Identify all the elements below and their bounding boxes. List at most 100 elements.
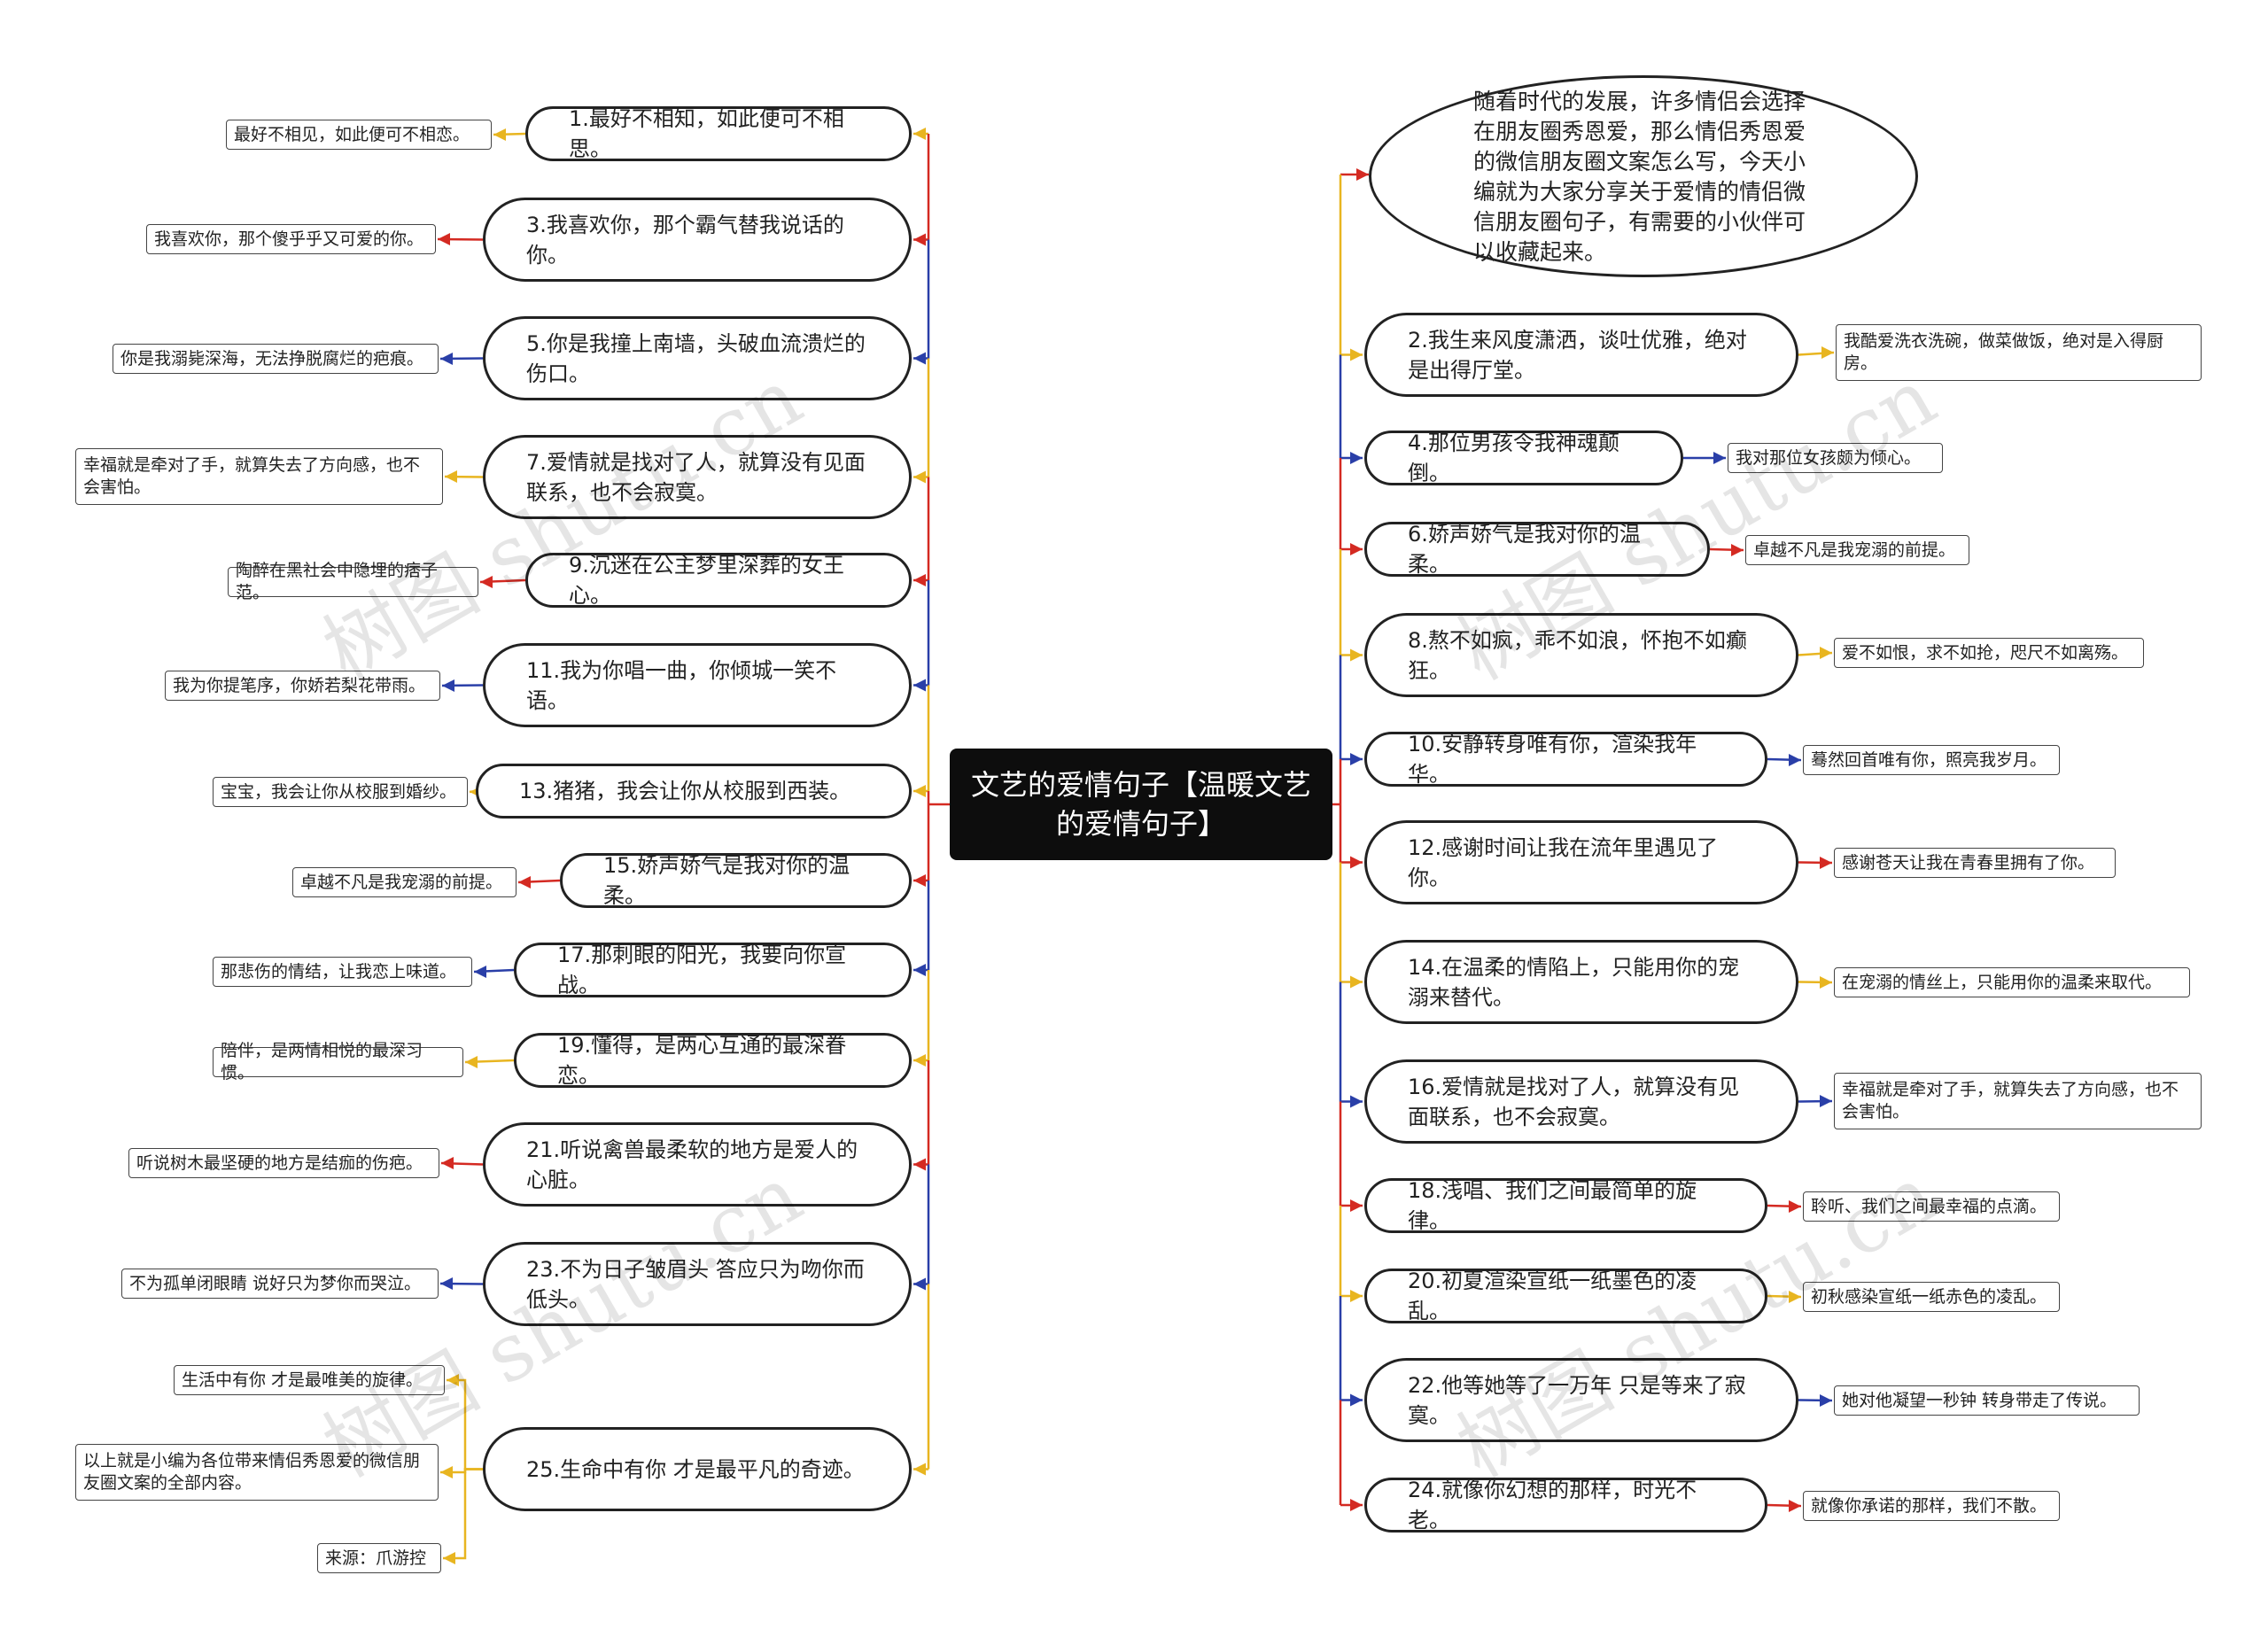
right-leaf-3[interactable]: 爱不如恨，求不如抢，咫尺不如离殇。 xyxy=(1834,638,2144,668)
left-node-1-label: 3.我喜欢你，那个霸气替我说话的你。 xyxy=(526,212,844,268)
right-node-4-label: 10.安静转身唯有你，渲染我年华。 xyxy=(1408,732,1697,787)
right-leaf-11[interactable]: 就像你承诺的那样，我们不散。 xyxy=(1803,1491,2060,1521)
left-leaf-11-0[interactable]: 不为孤单闭眼睛 说好只为梦你而哭泣。 xyxy=(121,1269,439,1299)
left-leaf-arrow-8 xyxy=(474,966,486,978)
left-leaf-7-0[interactable]: 卓越不凡是我宠溺的前提。 xyxy=(292,867,517,897)
right-leaf-link-11 xyxy=(1767,1503,1802,1508)
left-leaf-0-0-label: 最好不相见，如此便可不相恋。 xyxy=(234,124,470,144)
right-leaf-arrow-11 xyxy=(1789,1500,1801,1512)
left-node-2[interactable]: 5.你是我撞上南墙，头破血流溃烂的伤口。 xyxy=(483,316,912,400)
left-leaf-5-0[interactable]: 我为你提笔序，你娇若梨花带雨。 xyxy=(165,671,440,701)
left-leaf-link-12-2 xyxy=(443,1468,483,1560)
left-leaf-link-4 xyxy=(479,578,526,584)
left-arrow-1 xyxy=(913,233,926,246)
left-leaf-3-0[interactable]: 幸福就是牵对了手，就算失去了方向感，也不会害怕。 xyxy=(75,448,443,505)
left-leaf-12-2[interactable]: 来源：爪游控 xyxy=(317,1543,441,1573)
right-leaf-0-label: 我酷爱洗衣洗碗，做菜做饭，绝对是入得厨房。 xyxy=(1844,331,2164,373)
right-leaf-5[interactable]: 感谢苍天让我在青春里拥有了你。 xyxy=(1834,848,2116,878)
left-leaf-12-0-label: 生活中有你 才是最唯美的旋律。 xyxy=(182,1370,423,1390)
right-leaf-arrow-10 xyxy=(1820,1394,1832,1407)
right-node-1[interactable]: 4.那位男孩令我神魂颠倒。 xyxy=(1364,431,1683,485)
left-leaf-6-0[interactable]: 宝宝，我会让你从校服到婚纱。 xyxy=(213,777,468,807)
left-leaf-8-0[interactable]: 那悲伤的情结，让我恋上味道。 xyxy=(213,957,472,987)
left-arrow-10 xyxy=(913,1158,926,1171)
left-node-10[interactable]: 21.听说禽兽最柔软的地方是爱人的心脏。 xyxy=(483,1122,912,1207)
right-leaf-link-5 xyxy=(1798,861,1833,865)
left-leaf-12-0[interactable]: 生活中有你 才是最唯美的旋律。 xyxy=(174,1365,445,1395)
right-leaf-link-9 xyxy=(1767,1294,1802,1299)
left-node-6-label: 13.猪猪，我会让你从校服到西装。 xyxy=(519,779,851,803)
left-leaf-0-0[interactable]: 最好不相见，如此便可不相恋。 xyxy=(226,120,492,150)
right-node-7[interactable]: 16.爱情就是找对了人，就算没有见面联系，也不会寂寞。 xyxy=(1364,1059,1798,1144)
left-leaf-10-0-label: 听说树木最坚硬的地方是结痂的伤疤。 xyxy=(136,1152,423,1173)
right-node-10-label: 22.他等她等了一万年 只是等来了寂寞。 xyxy=(1408,1372,1746,1428)
left-leaf-2-0[interactable]: 你是我溺毙深海，无法挣脱腐烂的疤痕。 xyxy=(113,344,439,374)
left-node-7[interactable]: 15.娇声娇气是我对你的温柔。 xyxy=(560,853,912,908)
left-node-1[interactable]: 3.我喜欢你，那个霸气替我说话的你。 xyxy=(483,198,912,282)
left-node-2-label: 5.你是我撞上南墙，头破血流溃烂的伤口。 xyxy=(526,330,866,386)
intro-node[interactable]: 随着时代的发展，许多情侣会选择在朋友圈秀恩爱，那么情侣秀恩爱的微信朋友圈文案怎么… xyxy=(1369,75,1918,277)
right-leaf-9[interactable]: 初秋感染宣纸一纸赤色的凌乱。 xyxy=(1803,1282,2060,1312)
right-node-6-label: 14.在温柔的情陷上，只能用你的宠溺来替代。 xyxy=(1408,954,1740,1010)
right-leaf-6[interactable]: 在宠溺的情丝上，只能用你的温柔来取代。 xyxy=(1834,967,2190,997)
left-node-6[interactable]: 13.猪猪，我会让你从校服到西装。 xyxy=(476,764,912,819)
left-leaf-link-1 xyxy=(437,237,484,241)
right-node-9[interactable]: 20.初夏渲染宣纸一纸墨色的凌乱。 xyxy=(1364,1269,1767,1323)
left-node-0-label: 1.最好不相知，如此便可不相思。 xyxy=(569,106,844,161)
left-leaf-9-0[interactable]: 陪伴，是两情相悦的最深习惯。 xyxy=(213,1041,463,1082)
right-node-6[interactable]: 14.在温柔的情陷上，只能用你的宠溺来替代。 xyxy=(1364,940,1798,1024)
right-node-11[interactable]: 24.就像你幻想的那样，时光不老。 xyxy=(1364,1478,1767,1532)
left-node-12[interactable]: 25.生命中有你 才是最平凡的奇迹。 xyxy=(483,1427,912,1511)
left-arrow-5 xyxy=(913,679,926,692)
right-leaf-arrow-4 xyxy=(1789,754,1801,766)
left-node-3[interactable]: 7.爱情就是找对了人，就算没有见面联系，也不会寂寞。 xyxy=(483,435,912,519)
left-node-0[interactable]: 1.最好不相知，如此便可不相思。 xyxy=(525,106,912,161)
right-leaf-2[interactable]: 卓越不凡是我宠溺的前提。 xyxy=(1745,535,1969,565)
right-leaf-8[interactable]: 聆听、我们之间最幸福的点滴。 xyxy=(1803,1191,2060,1222)
left-leaf-link-5 xyxy=(441,684,484,687)
right-leaf-arrow-9 xyxy=(1789,1291,1801,1303)
left-arrow-11 xyxy=(913,1277,926,1291)
right-leaf-0[interactable]: 我酷爱洗衣洗碗，做菜做饭，绝对是入得厨房。 xyxy=(1836,324,2202,381)
left-leaf-10-0[interactable]: 听说树木最坚硬的地方是结痂的伤疤。 xyxy=(128,1148,439,1178)
left-node-9[interactable]: 19.懂得，是两心互通的最深眷恋。 xyxy=(514,1033,912,1088)
right-node-3[interactable]: 8.熬不如疯，乖不如浪，怀抱不如癫狂。 xyxy=(1364,613,1798,697)
right-node-4[interactable]: 10.安静转身唯有你，渲染我年华。 xyxy=(1364,732,1767,787)
right-leaf-1[interactable]: 我对那位女孩颇为倾心。 xyxy=(1728,443,1943,473)
left-leaf-arrow-4 xyxy=(480,576,493,588)
right-node-8[interactable]: 18.浅唱、我们之间最简单的旋律。 xyxy=(1364,1178,1767,1233)
right-arrow-11 xyxy=(1350,1499,1363,1511)
left-leaf-12-1-label: 以上就是小编为各位带来情侣秀恩爱的微信朋友圈文案的全部内容。 xyxy=(83,1451,421,1493)
left-node-5[interactable]: 11.我为你唱一曲，你倾城一笑不语。 xyxy=(483,643,912,727)
right-node-2[interactable]: 6.娇声娇气是我对你的温柔。 xyxy=(1364,522,1710,577)
right-leaf-link-3 xyxy=(1798,651,1833,656)
right-arrow-6 xyxy=(1350,975,1363,989)
left-node-4[interactable]: 9.沉迷在公主梦里深葬的女王心。 xyxy=(525,553,912,608)
right-leaf-arrow-8 xyxy=(1789,1200,1801,1213)
right-leaf-3-label: 爱不如恨，求不如抢，咫尺不如离殇。 xyxy=(1842,642,2129,663)
right-node-5[interactable]: 12.感谢时间让我在流年里遇见了你。 xyxy=(1364,820,1798,904)
right-leaf-link-4 xyxy=(1767,757,1802,762)
right-node-10[interactable]: 22.他等她等了一万年 只是等来了寂寞。 xyxy=(1364,1358,1798,1442)
right-leaf-10[interactable]: 她对他凝望一秒钟 转身带走了传说。 xyxy=(1834,1385,2140,1416)
left-node-11[interactable]: 23.不为日子皱眉头 答应只为吻你而低头。 xyxy=(483,1242,912,1326)
left-leaf-12-1[interactable]: 以上就是小编为各位带来情侣秀恩爱的微信朋友圈文案的全部内容。 xyxy=(75,1444,439,1501)
right-node-0[interactable]: 2.我生来风度潇洒，谈吐优雅，绝对是出得厅堂。 xyxy=(1364,313,1798,397)
left-leaf-arrow-9 xyxy=(465,1056,478,1068)
left-arrow-4 xyxy=(913,574,926,586)
right-leaf-7[interactable]: 幸福就是牵对了手，就算失去了方向感，也不会害怕。 xyxy=(1834,1073,2202,1129)
left-leaf-arrow-7 xyxy=(518,876,531,888)
root-node[interactable]: 文艺的爱情句子【温暖文艺的爱情句子】 xyxy=(950,749,1332,860)
left-leaf-4-0[interactable]: 陶醉在黑社会中隐埋的痞子范。 xyxy=(228,561,478,602)
left-node-8[interactable]: 17.那刺眼的阳光，我要向你宣战。 xyxy=(514,943,912,997)
right-leaf-2-label: 卓越不凡是我宠溺的前提。 xyxy=(1753,539,1956,560)
right-leaf-4[interactable]: 蓦然回首唯有你，照亮我岁月。 xyxy=(1803,745,2060,775)
left-leaf-link-10 xyxy=(440,1161,484,1166)
left-leaf-arrow-5 xyxy=(442,679,454,692)
left-node-10-label: 21.听说禽兽最柔软的地方是爱人的心脏。 xyxy=(526,1137,858,1192)
left-arrow-9 xyxy=(913,1054,926,1067)
left-leaf-link-2 xyxy=(439,357,484,361)
right-leaf-arrow-1 xyxy=(1713,452,1726,464)
right-leaf-5-label: 感谢苍天让我在青春里拥有了你。 xyxy=(1842,852,2095,873)
left-leaf-1-0[interactable]: 我喜欢你，那个傻乎乎又可爱的你。 xyxy=(146,224,436,254)
